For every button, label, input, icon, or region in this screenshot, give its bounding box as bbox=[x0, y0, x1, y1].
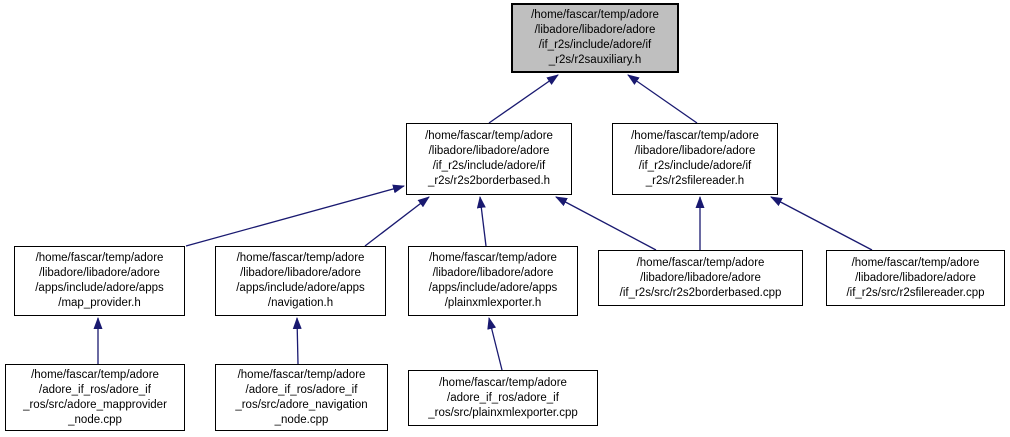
node-label-line: /home/fascar/temp/adore bbox=[631, 130, 759, 142]
node-label-line: _ros/src/plainxmlexporter.cpp bbox=[428, 406, 578, 419]
edge-r2sfilereader-cpp--r2sfilereader-h bbox=[770, 196, 873, 251]
node-label-line: /if_r2s/include/adore/if bbox=[432, 160, 546, 172]
edge-r2s2borderbased-cpp--r2s2borderbased-h bbox=[555, 196, 657, 251]
node-label-line: /navigation.h bbox=[267, 297, 334, 309]
node-label-line: /libadore/libadore/adore bbox=[240, 267, 361, 279]
node-label-line: /apps/include/adore/apps bbox=[428, 282, 558, 294]
node-label-line: /adore_if_ros/adore_if bbox=[245, 383, 358, 396]
node-label-line: /adore_if_ros/adore_if bbox=[39, 383, 151, 396]
node-label-line: /if_r2s/include/adore/if bbox=[638, 160, 752, 172]
edge-plainxmlexporter-h--r2s2borderbased-h bbox=[476, 196, 487, 247]
graph-node-r2sauxiliary-h[interactable]: /home/fascar/temp/adore/libadore/libador… bbox=[511, 3, 679, 73]
node-label-line: /adore_if_ros/adore_if bbox=[447, 391, 559, 404]
node-label-line: _ros/src/adore_mapprovider bbox=[23, 398, 167, 411]
node-label-line: /home/fascar/temp/adore bbox=[237, 368, 366, 381]
node-label-line: _r2s/r2s2borderbased.h bbox=[427, 175, 551, 187]
node-label-line: _node.cpp bbox=[68, 413, 122, 426]
node-label-line: /home/fascar/temp/adore bbox=[429, 252, 557, 264]
graph-node-r2s2borderbased-h[interactable]: /home/fascar/temp/adore/libadore/libador… bbox=[406, 123, 572, 195]
node-label-line: /home/fascar/temp/adore bbox=[439, 376, 567, 389]
node-label-line: _r2s/r2sauxiliary.h bbox=[548, 54, 642, 66]
graph-node-adore-mapprovider-node-cpp[interactable]: /home/fascar/temp/adore/adore_if_ros/ado… bbox=[5, 364, 185, 431]
node-label-line: _node.cpp bbox=[274, 413, 329, 426]
node-label-line: /if_r2s/src/r2sfilereader.cpp bbox=[846, 286, 985, 299]
edge-plainxmlexporter-cpp--plainxmlexporter-h bbox=[487, 317, 503, 371]
node-label-line: /libadore/libadore/adore bbox=[855, 271, 976, 284]
edge-map-provider-h--r2s2borderbased-h bbox=[185, 184, 405, 247]
node-label-line: /home/fascar/temp/adore bbox=[636, 256, 765, 269]
node-label-line: /home/fascar/temp/adore bbox=[851, 256, 980, 269]
edge-r2s2borderbased-h--r2sauxiliary-h bbox=[488, 74, 559, 124]
node-label-line: /libadore/libadore/adore bbox=[39, 267, 160, 279]
node-label-line: /if_r2s/include/adore/if bbox=[538, 39, 652, 51]
graph-node-map-provider-h[interactable]: /home/fascar/temp/adore/libadore/libador… bbox=[14, 246, 185, 316]
edge-r2sfilereader-h--r2sauxiliary-h bbox=[627, 74, 698, 124]
graph-node-navigation-h[interactable]: /home/fascar/temp/adore/libadore/libador… bbox=[215, 246, 386, 316]
edge-navigation-h--r2s2borderbased-h bbox=[364, 196, 430, 247]
node-label-line: /if_r2s/src/r2s2borderbased.cpp bbox=[619, 286, 782, 299]
node-label-line: /libadore/libadore/adore bbox=[432, 267, 554, 279]
node-label-line: /map_provider.h bbox=[58, 297, 141, 309]
node-label-line: /apps/include/adore/apps bbox=[35, 282, 164, 294]
graph-node-r2s2borderbased-cpp[interactable]: /home/fascar/temp/adore/libadore/libador… bbox=[598, 250, 803, 306]
node-label-line: /plainxmlexporter.h bbox=[444, 297, 542, 309]
node-label-line: /libadore/libadore/adore bbox=[634, 145, 756, 157]
node-label-line: /libadore/libadore/adore bbox=[640, 271, 761, 284]
edge-adore-navigation-node-cpp--navigation-h bbox=[292, 317, 302, 365]
node-label-line: /libadore/libadore/adore bbox=[428, 145, 550, 157]
node-label-line: _r2s/r2sfilereader.h bbox=[645, 175, 745, 187]
graph-node-plainxmlexporter-cpp[interactable]: /home/fascar/temp/adore/adore_if_ros/ado… bbox=[408, 370, 598, 426]
node-label-line: /home/fascar/temp/adore bbox=[531, 9, 659, 21]
graph-node-r2sfilereader-cpp[interactable]: /home/fascar/temp/adore/libadore/libador… bbox=[826, 250, 1005, 306]
node-label-line: /libadore/libadore/adore bbox=[534, 24, 656, 36]
graph-node-r2sfilereader-h[interactable]: /home/fascar/temp/adore/libadore/libador… bbox=[612, 123, 778, 195]
graph-node-plainxmlexporter-h[interactable]: /home/fascar/temp/adore/libadore/libador… bbox=[408, 246, 578, 316]
node-label-line: /home/fascar/temp/adore bbox=[31, 368, 159, 381]
node-label-line: /home/fascar/temp/adore bbox=[425, 130, 553, 142]
node-label-line: /home/fascar/temp/adore bbox=[35, 252, 164, 264]
node-label-line: /home/fascar/temp/adore bbox=[236, 252, 365, 264]
graph-node-adore-navigation-node-cpp[interactable]: /home/fascar/temp/adore/adore_if_ros/ado… bbox=[215, 364, 388, 431]
node-label-line: /apps/include/adore/apps bbox=[236, 282, 365, 294]
node-label-line: _ros/src/adore_navigation bbox=[235, 398, 368, 411]
